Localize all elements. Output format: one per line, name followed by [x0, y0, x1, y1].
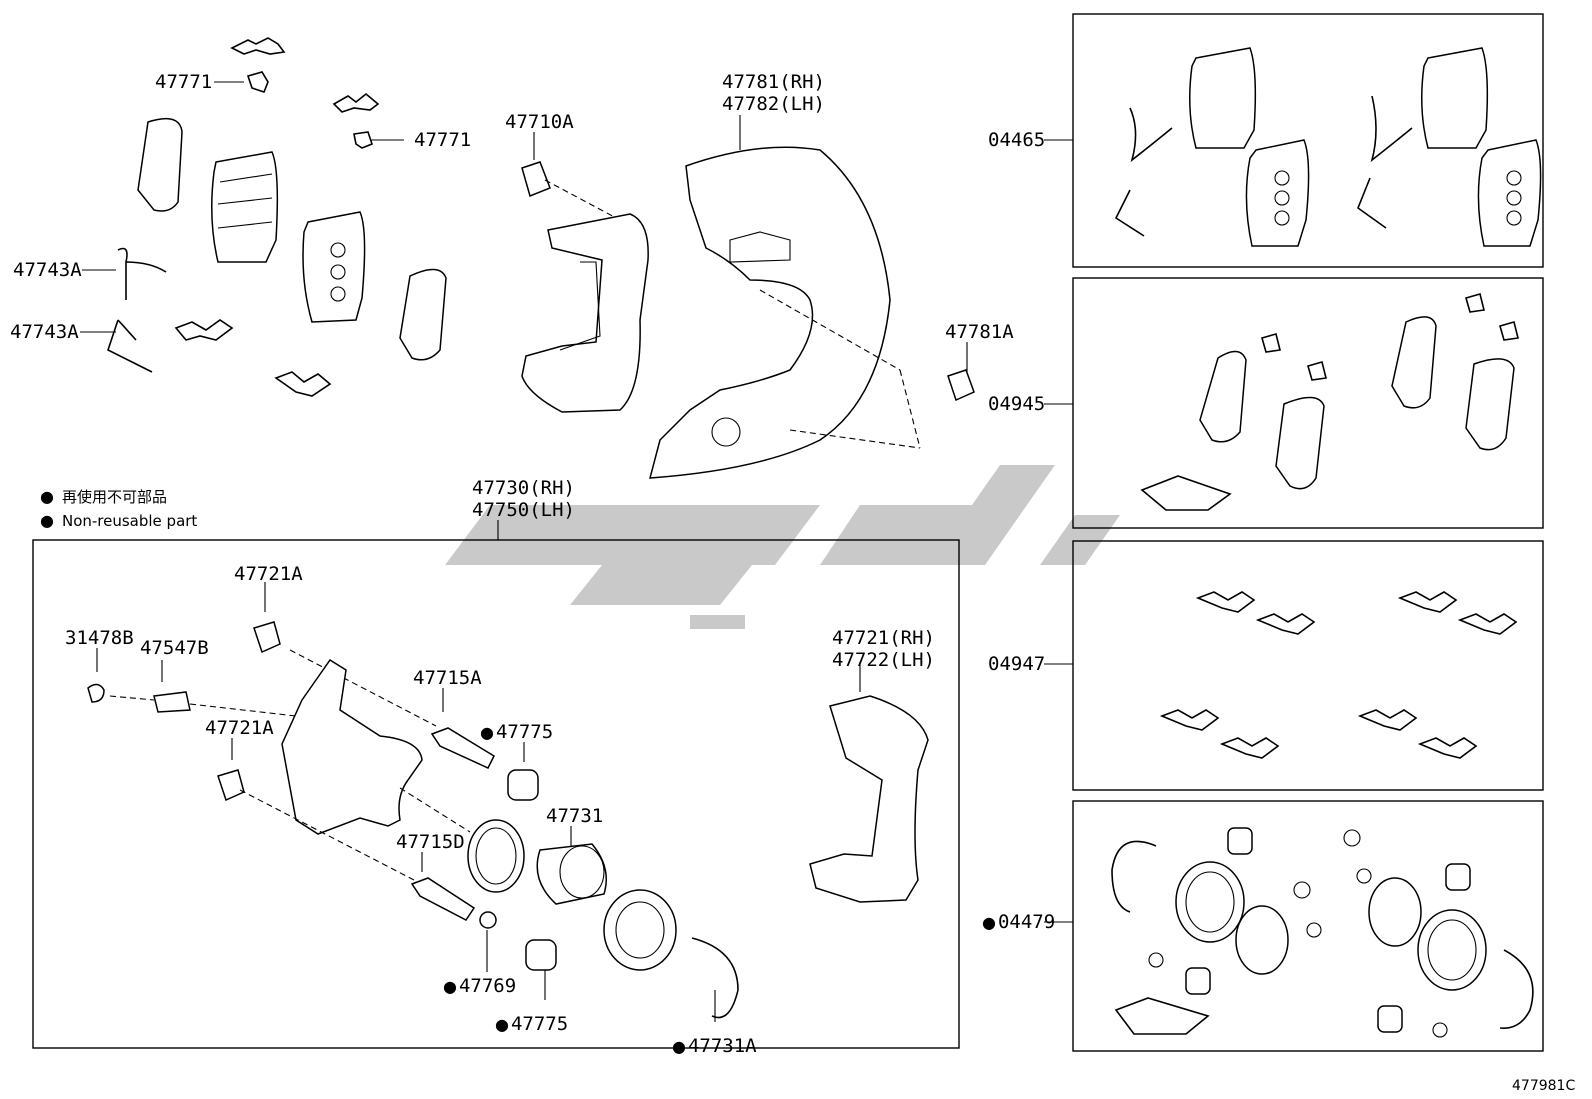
diagram-code: 477981C: [1512, 1078, 1576, 1094]
label-47721-rh: 47721(RH): [832, 627, 935, 649]
shim-clip-parts: [174, 37, 380, 397]
label-47721A-mid: 47721A: [205, 717, 274, 739]
label-04479: 04479: [982, 912, 1055, 933]
mounting-bracket-top: [521, 161, 649, 413]
kit-box-04479: [1072, 800, 1544, 1052]
caliper-assembly-box: [32, 539, 960, 1049]
caliper-assembly-parts: [87, 621, 929, 1019]
legend-en-text: Non-reusable part: [61, 512, 198, 530]
label-47743A-a: 47743A: [13, 259, 82, 281]
label-47743A-b: 47743A: [10, 321, 79, 343]
label-47731: 47731: [546, 805, 604, 827]
label-47731A: 47731A: [672, 1036, 757, 1057]
label-47722-lh: 47722(LH): [832, 649, 935, 671]
kit-04465-parts: [1114, 47, 1542, 247]
label-31478B: 31478B: [65, 627, 134, 649]
dust-shield: [649, 146, 975, 479]
label-47721A-top: 47721A: [234, 563, 303, 585]
label-47781A: 47781A: [945, 321, 1014, 343]
label-04945: 04945: [988, 393, 1046, 415]
kit-04947-parts: [1159, 591, 1518, 759]
label-47771-b: 47771: [414, 129, 472, 151]
legend-dot-icon: ●: [40, 511, 54, 530]
label-47775-a: 47775: [480, 722, 553, 743]
label-47710A: 47710A: [505, 111, 574, 133]
legend-en: ● Non-reusable part: [40, 511, 197, 530]
label-47782-lh: 47782(LH): [722, 93, 825, 115]
label-47715A: 47715A: [413, 667, 482, 689]
kit-box-04945: [1072, 277, 1544, 529]
label-47771-a: 47771: [155, 71, 213, 93]
label-47547B: 47547B: [140, 637, 209, 659]
label-47775-b: 47775: [495, 1014, 568, 1035]
brake-pads-top: [107, 117, 447, 373]
legend-jp: ● 再使用不可部品: [40, 486, 167, 507]
label-04465: 04465: [988, 129, 1046, 151]
label-47781-rh: 47781(RH): [722, 71, 825, 93]
kit-04945-parts: [1140, 293, 1519, 511]
kit-box-04947: [1072, 540, 1544, 791]
label-04947: 04947: [988, 653, 1046, 675]
watermark-logo: [445, 465, 1120, 629]
label-47730-rh: 47730(RH): [472, 477, 575, 499]
legend-jp-text: 再使用不可部品: [61, 488, 167, 506]
kit-04479-parts: [1111, 827, 1534, 1038]
label-47769: 47769: [443, 976, 516, 997]
legend-dot-icon: ●: [40, 487, 54, 506]
label-47715D: 47715D: [396, 831, 465, 853]
label-47750-lh: 47750(LH): [472, 499, 575, 521]
